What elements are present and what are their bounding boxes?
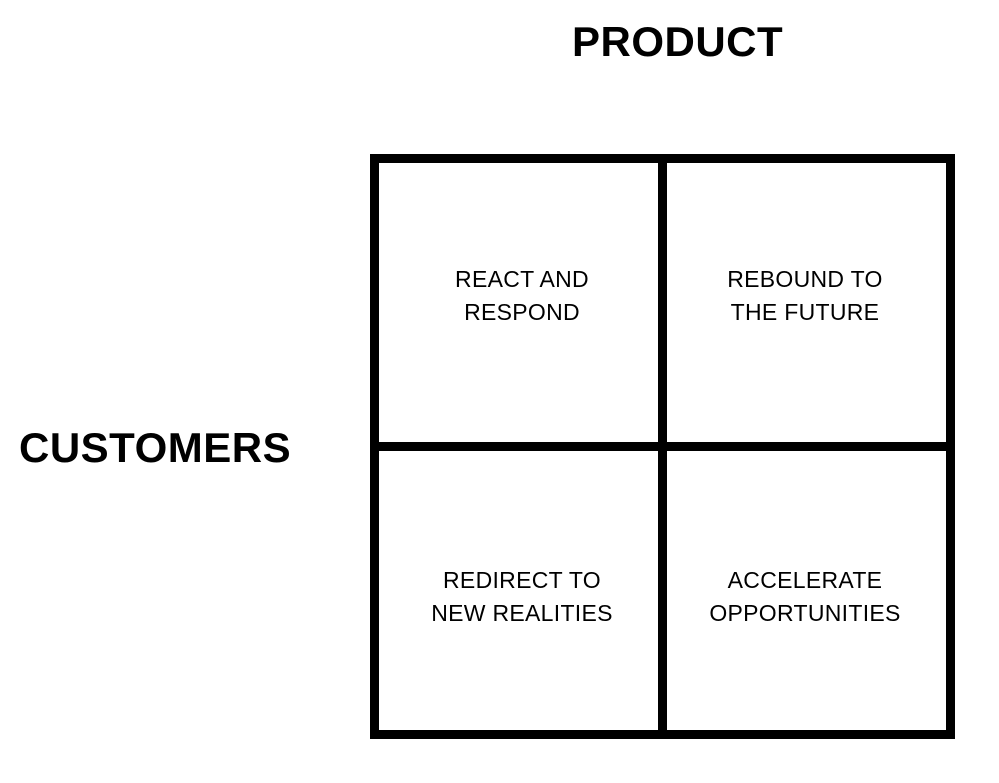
quadrant-top-left: REACT AND RESPOND xyxy=(392,263,652,329)
quadrant-line: REDIRECT TO xyxy=(443,567,601,593)
quadrant-top-right: REBOUND TO THE FUTURE xyxy=(675,263,935,329)
quadrant-line: RESPOND xyxy=(464,299,580,325)
quadrant-line: THE FUTURE xyxy=(730,299,880,325)
quadrant-line: REBOUND TO xyxy=(727,266,883,292)
quadrant-line: NEW REALITIES xyxy=(431,600,613,626)
quadrant-line: ACCELERATE xyxy=(727,567,883,593)
horizontal-divider xyxy=(370,442,955,451)
quadrant-bottom-left: REDIRECT TO NEW REALITIES xyxy=(392,564,652,630)
quadrant-bottom-right: ACCELERATE OPPORTUNITIES xyxy=(675,564,935,630)
quadrant-line: REACT AND xyxy=(455,266,589,292)
product-axis-label: PRODUCT xyxy=(572,18,784,65)
quadrant-line: OPPORTUNITIES xyxy=(709,600,901,626)
customers-axis-label: CUSTOMERS xyxy=(19,424,292,471)
two-by-two-matrix: REACT AND RESPOND REBOUND TO THE FUTURE … xyxy=(370,154,955,739)
